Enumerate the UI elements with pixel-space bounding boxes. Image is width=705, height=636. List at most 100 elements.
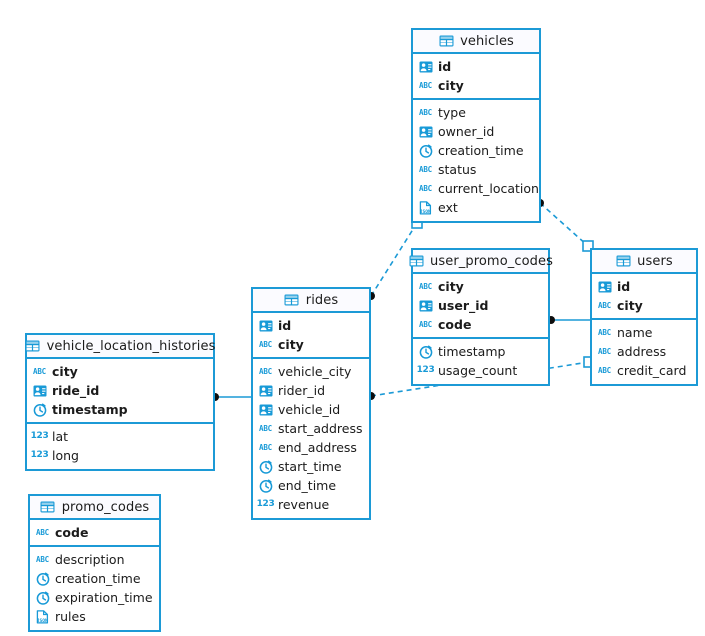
- field-name: id: [438, 59, 452, 74]
- field-name: vehicle_id: [278, 402, 341, 417]
- table-title: rides: [305, 292, 339, 308]
- abc-text-icon: ABC: [259, 366, 272, 376]
- id-badge-icon: [258, 403, 273, 417]
- table-grid-icon: [284, 293, 300, 307]
- field-name: city: [52, 364, 78, 379]
- table-title: vehicle_location_histories: [46, 338, 216, 354]
- clock-icon: [35, 591, 50, 605]
- json-document-icon: JSON: [418, 200, 433, 215]
- abc-text-icon: ABC: [259, 442, 272, 452]
- primary-key-field[interactable]: user_id: [413, 296, 548, 315]
- primary-key-field[interactable]: timestamp: [27, 400, 213, 419]
- table-header-vehicles[interactable]: vehicles: [413, 30, 539, 54]
- primary-key-field[interactable]: id: [413, 57, 539, 76]
- 123-number-icon: 123: [30, 431, 49, 441]
- column-field[interactable]: vehicle_id: [253, 400, 369, 419]
- field-name: credit_card: [617, 363, 687, 378]
- table-header-users[interactable]: users: [592, 250, 696, 274]
- field-name: city: [438, 279, 464, 294]
- json-document-icon: JSON: [35, 609, 50, 624]
- abc-text-icon: ABC: [598, 346, 611, 356]
- field-name: long: [52, 448, 79, 463]
- column-field[interactable]: rider_id: [253, 381, 369, 400]
- clock-icon: [32, 403, 47, 417]
- table-header-vehicle_location_histories[interactable]: vehicle_location_histories: [25, 335, 216, 359]
- column-field[interactable]: creation_time: [30, 569, 159, 588]
- field-name: rules: [55, 609, 86, 624]
- clock-icon: [418, 144, 433, 158]
- field-name: revenue: [278, 497, 330, 512]
- table-header-user_promo_codes[interactable]: user_promo_codes: [409, 250, 553, 274]
- table-header-rides[interactable]: rides: [253, 289, 369, 313]
- table-title: users: [637, 253, 673, 269]
- field-name: code: [55, 525, 89, 540]
- primary-key-field[interactable]: id: [253, 316, 369, 335]
- clock-icon: [258, 460, 273, 474]
- abc-text-icon: ABC: [259, 339, 272, 349]
- field-name: user_id: [438, 298, 489, 313]
- primary-key-field[interactable]: ABC city: [253, 335, 369, 354]
- primary-key-field[interactable]: ride_id: [27, 381, 213, 400]
- clock-icon: [418, 345, 433, 359]
- table-grid-icon: [615, 254, 631, 268]
- abc-text-icon: ABC: [419, 107, 432, 117]
- column-field[interactable]: start_time: [253, 457, 369, 476]
- column-field[interactable]: expiration_time: [30, 588, 159, 607]
- field-name: code: [438, 317, 472, 332]
- column-field[interactable]: JSON rules: [30, 607, 159, 626]
- column-field[interactable]: owner_id: [413, 122, 539, 141]
- column-field[interactable]: timestamp: [413, 342, 548, 361]
- field-name: type: [438, 105, 466, 120]
- id-badge-icon: [258, 384, 273, 398]
- relationship-rel-upc-users[interactable]: [547, 316, 590, 324]
- relationship-rel-vehicles-users[interactable]: [536, 199, 594, 252]
- 123-number-icon: 123: [30, 450, 49, 460]
- field-name: city: [617, 298, 643, 313]
- primary-key-field[interactable]: id: [592, 277, 696, 296]
- field-name: id: [278, 318, 292, 333]
- column-field[interactable]: creation_time: [413, 141, 539, 160]
- field-name: city: [278, 337, 304, 352]
- column-field[interactable]: end_time: [253, 476, 369, 495]
- field-name: id: [617, 279, 631, 294]
- column-field[interactable]: ABC type: [413, 103, 539, 122]
- relationship-rel-vlh-rides[interactable]: [211, 393, 251, 401]
- table-header-promo_codes[interactable]: promo_codes: [30, 496, 159, 520]
- field-name: ext: [438, 200, 458, 215]
- column-field[interactable]: JSON ext: [413, 198, 539, 217]
- table-grid-icon: [438, 34, 454, 48]
- field-name: ride_id: [52, 383, 100, 398]
- id-badge-icon: [597, 280, 612, 294]
- abc-text-icon: ABC: [598, 327, 611, 337]
